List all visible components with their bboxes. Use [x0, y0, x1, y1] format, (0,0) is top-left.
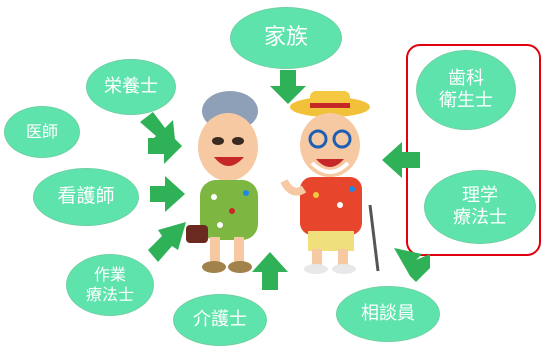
elderly-couple-illustration: [186, 91, 380, 274]
arrow-from-doctor: [148, 128, 182, 164]
bubble-counselor: 相談員: [336, 286, 440, 342]
label-dh-line2: 衛生士: [439, 90, 493, 111]
bubble-nurse: 看護師: [33, 168, 139, 226]
label-nurse: 看護師: [57, 185, 115, 208]
bubble-doctor: 医師: [4, 106, 80, 158]
label-family: 家族: [263, 25, 308, 51]
bubble-family: 家族: [230, 7, 342, 69]
arrow-from-dental-hygienist: [382, 142, 420, 178]
bubble-dental-hygienist: 歯科 衛生士: [416, 50, 516, 130]
bubble-occupational-therapist: 作業 療法士: [66, 254, 154, 316]
label-pt-line2: 療法士: [453, 207, 507, 228]
highlight-frame: [406, 44, 541, 256]
bubble-care-worker: 介護士: [173, 294, 267, 346]
label-care-worker: 介護士: [193, 308, 247, 330]
label-dh-line1: 歯科: [448, 67, 484, 89]
grandmother-figure: [186, 91, 258, 273]
arrow-from-counselor: [394, 248, 430, 282]
label-doctor: 医師: [25, 122, 58, 141]
label-ot-line1: 作業: [93, 265, 126, 284]
label-nutritionist: 栄養士: [104, 75, 158, 97]
bubble-nutritionist: 栄養士: [86, 59, 176, 115]
arrow-from-family: [270, 70, 306, 104]
label-pt-line1: 理学: [462, 184, 498, 206]
arrow-from-care-worker: [252, 252, 288, 290]
label-ot-line2: 療法士: [85, 285, 134, 304]
arrow-from-nurse: [150, 176, 185, 212]
grandfather-figure: [280, 91, 380, 274]
arrow-from-ot: [148, 222, 186, 262]
label-counselor: 相談員: [361, 302, 415, 324]
bubble-physical-therapist: 理学 療法士: [424, 170, 536, 244]
